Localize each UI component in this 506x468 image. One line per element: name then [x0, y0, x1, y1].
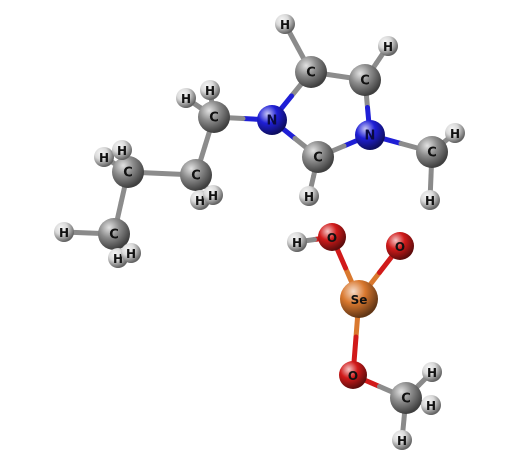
- atom-label: H: [205, 84, 215, 98]
- atom-h_cb4c: H: [121, 243, 141, 263]
- atom-sphere: [339, 361, 367, 389]
- atom-h_cb3a: H: [94, 147, 114, 167]
- atom-cb4: C: [98, 218, 130, 250]
- atom-h_c5: H: [378, 36, 398, 56]
- atom-h_om2: H: [421, 395, 441, 415]
- atom-c_om: C: [390, 382, 422, 414]
- atom-label: C: [313, 151, 323, 166]
- atom-label: Se: [351, 293, 368, 307]
- atom-h_c2: H: [299, 186, 319, 206]
- atom-label: H: [181, 92, 191, 106]
- atom-sphere: [390, 382, 422, 414]
- atom-sphere: [422, 362, 442, 382]
- atom-c5: C: [349, 64, 381, 96]
- atom-o_m: O: [339, 361, 367, 389]
- atom-h_oh: H: [287, 232, 307, 252]
- atom-label: N: [267, 114, 278, 129]
- atom-n3: N: [355, 120, 385, 150]
- atom-h_om3: H: [392, 430, 412, 450]
- atom-h_cb4a: H: [54, 222, 74, 242]
- atom-sphere: [318, 223, 346, 251]
- atom-sphere: [112, 140, 132, 160]
- atom-cb2: C: [180, 159, 212, 191]
- atom-sphere: [340, 280, 378, 318]
- atom-sphere: [299, 186, 319, 206]
- atom-label: O: [348, 369, 358, 383]
- atom-label: C: [209, 111, 219, 126]
- atom-label: O: [327, 231, 337, 245]
- atom-c4: C: [295, 56, 327, 88]
- atom-sphere: [416, 136, 448, 168]
- atom-label: H: [59, 226, 69, 240]
- atom-sphere: [54, 222, 74, 242]
- atom-cb1: C: [198, 101, 230, 133]
- atom-o_d: O: [386, 232, 414, 260]
- atom-sphere: [420, 190, 440, 210]
- atom-h_cm2: H: [420, 190, 440, 210]
- atom-sphere: [94, 147, 114, 167]
- atom-sphere: [112, 156, 144, 188]
- atom-sphere: [349, 64, 381, 96]
- atom-sphere: [355, 120, 385, 150]
- atom-sphere: [445, 123, 465, 143]
- atom-label: H: [426, 399, 436, 413]
- atom-label: H: [383, 40, 393, 54]
- atom-label: H: [126, 247, 136, 261]
- atom-sphere: [392, 430, 412, 450]
- atom-sphere: [302, 141, 334, 173]
- atom-label: C: [401, 392, 411, 407]
- atom-sphere: [121, 243, 141, 263]
- atom-sphere: [421, 395, 441, 415]
- atom-sphere: [198, 101, 230, 133]
- atom-label: N: [365, 129, 376, 144]
- atom-c2: C: [302, 141, 334, 173]
- atom-label: C: [360, 74, 370, 89]
- atom-label: H: [397, 434, 407, 448]
- atom-label: C: [191, 169, 201, 184]
- atom-label: H: [208, 189, 218, 203]
- atom-label: H: [117, 144, 127, 158]
- atom-sphere: [98, 218, 130, 250]
- atom-h_cb1b: H: [200, 80, 220, 100]
- atom-label: C: [109, 228, 119, 243]
- atom-h_cb3b: H: [112, 140, 132, 160]
- atom-o_h: O: [318, 223, 346, 251]
- atom-sphere: [200, 80, 220, 100]
- atom-sphere: [176, 88, 196, 108]
- atom-sphere: [257, 105, 287, 135]
- atom-sphere: [287, 232, 307, 252]
- atom-label: H: [280, 18, 290, 32]
- atom-se: Se: [340, 280, 378, 318]
- atom-label: C: [123, 166, 133, 181]
- atom-cm: C: [416, 136, 448, 168]
- atom-label: C: [306, 66, 316, 81]
- atom-h_om1: H: [422, 362, 442, 382]
- atom-sphere: [378, 36, 398, 56]
- atom-sphere: [275, 14, 295, 34]
- atom-label: C: [427, 146, 437, 161]
- atom-label: H: [304, 190, 314, 204]
- atom-label: O: [395, 240, 405, 254]
- atom-label: H: [450, 127, 460, 141]
- atom-cb3: C: [112, 156, 144, 188]
- atom-label: H: [427, 366, 437, 380]
- atom-h_cb1a: H: [176, 88, 196, 108]
- atom-sphere: [203, 185, 223, 205]
- atom-label: H: [292, 236, 302, 250]
- atom-sphere: [386, 232, 414, 260]
- atom-sphere: [295, 56, 327, 88]
- atom-label: H: [113, 252, 123, 266]
- atom-h_cb2b: H: [203, 185, 223, 205]
- atom-h_cm1: H: [445, 123, 465, 143]
- atom-label: H: [99, 151, 109, 165]
- atom-label: H: [195, 194, 205, 208]
- atom-n1: N: [257, 105, 287, 135]
- atom-sphere: [180, 159, 212, 191]
- atom-h_c4: H: [275, 14, 295, 34]
- atom-label: H: [425, 194, 435, 208]
